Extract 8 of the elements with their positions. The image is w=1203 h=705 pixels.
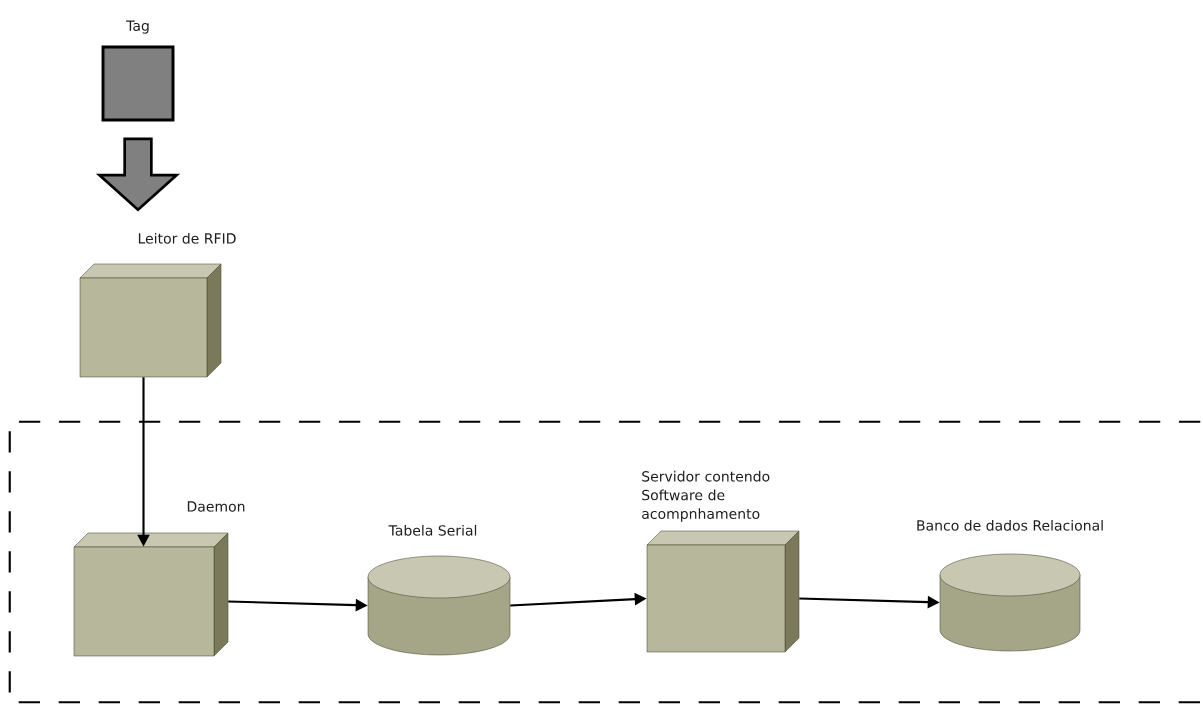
dashed-boundary <box>8 420 1201 704</box>
node-label: Tabela Serial <box>388 524 477 536</box>
block-arrow <box>95 137 181 212</box>
node-label: Leitor de RFID <box>138 232 236 244</box>
node-label: Tag <box>126 20 149 34</box>
node-label: Servidor contendo Software de acompnhamento <box>642 470 770 522</box>
node-label: Banco de dados Relacional <box>917 519 1103 531</box>
node-label: Daemon <box>187 501 245 512</box>
